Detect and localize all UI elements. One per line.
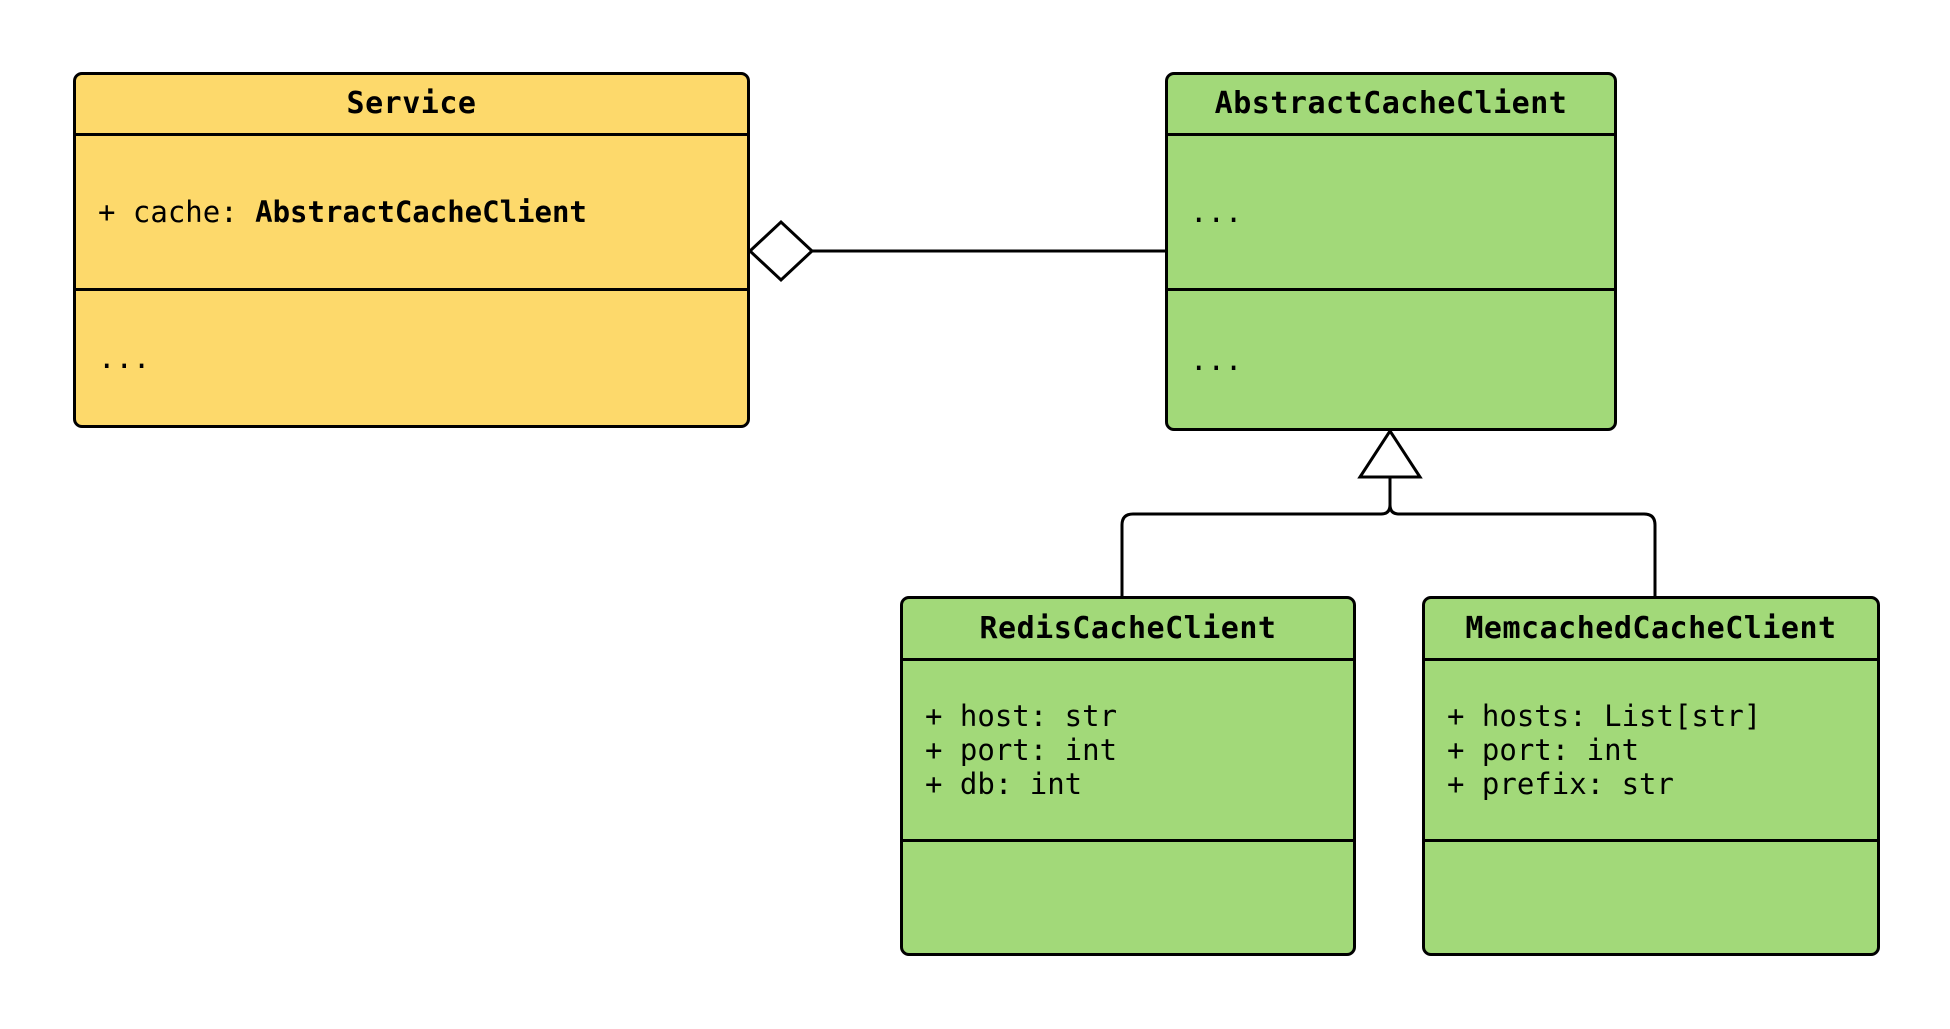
attribute-row: + cache: AbstractCacheClient xyxy=(98,195,725,229)
class-methods-service: ... xyxy=(76,288,747,425)
generalization-branch-memcached xyxy=(1399,512,1657,596)
attribute-type: AbstractCacheClient xyxy=(255,195,587,229)
attribute-row: + port: int xyxy=(1447,733,1640,767)
attribute-row: + hosts: List[str] xyxy=(1447,699,1762,733)
class-attributes-abstractcacheclient: ... xyxy=(1168,136,1614,288)
attribute-row: + host: str xyxy=(925,699,1118,733)
hollow-triangle-icon xyxy=(1357,428,1423,479)
class-attributes-rediscacheclient: + host: str + port: int + db: int xyxy=(903,661,1353,839)
aggregation-edge-service-to-abstractcacheclient xyxy=(747,219,1166,283)
class-methods-abstractcacheclient: ... xyxy=(1168,288,1614,428)
generalization-edge-subclasses-to-abstractcacheclient xyxy=(1120,428,1657,596)
hollow-diamond-icon xyxy=(747,219,815,283)
class-methods-memcachedcacheclient xyxy=(1425,839,1877,953)
class-title-memcachedcacheclient: MemcachedCacheClient xyxy=(1425,599,1877,661)
attribute-label: + cache: xyxy=(98,195,256,229)
class-methods-rediscacheclient xyxy=(903,839,1353,953)
method-row: ... xyxy=(1190,342,1243,377)
attribute-row: + prefix: str xyxy=(1447,767,1674,801)
attribute-row: + db: int xyxy=(925,767,1083,801)
attribute-row: + port: int xyxy=(925,733,1118,767)
generalization-stem-right xyxy=(1388,477,1400,516)
class-box-abstractcacheclient[interactable]: AbstractCacheClient ... ... xyxy=(1165,72,1617,431)
class-box-memcachedcacheclient[interactable]: MemcachedCacheClient + hosts: List[str] … xyxy=(1422,596,1880,956)
method-row: ... xyxy=(98,341,151,375)
class-box-service[interactable]: Service + cache: AbstractCacheClient ... xyxy=(73,72,750,428)
attribute-row: ... xyxy=(1190,195,1243,229)
class-box-rediscacheclient[interactable]: RedisCacheClient + host: str + port: int… xyxy=(900,596,1356,956)
class-attributes-memcachedcacheclient: + hosts: List[str] + port: int + prefix:… xyxy=(1425,661,1877,839)
generalization-branch-redis xyxy=(1120,512,1381,596)
class-attributes-service: + cache: AbstractCacheClient xyxy=(76,136,747,288)
class-title-service: Service xyxy=(76,75,747,136)
class-title-abstractcacheclient: AbstractCacheClient xyxy=(1168,75,1614,136)
generalization-stem xyxy=(1380,477,1392,516)
class-title-rediscacheclient: RedisCacheClient xyxy=(903,599,1353,661)
